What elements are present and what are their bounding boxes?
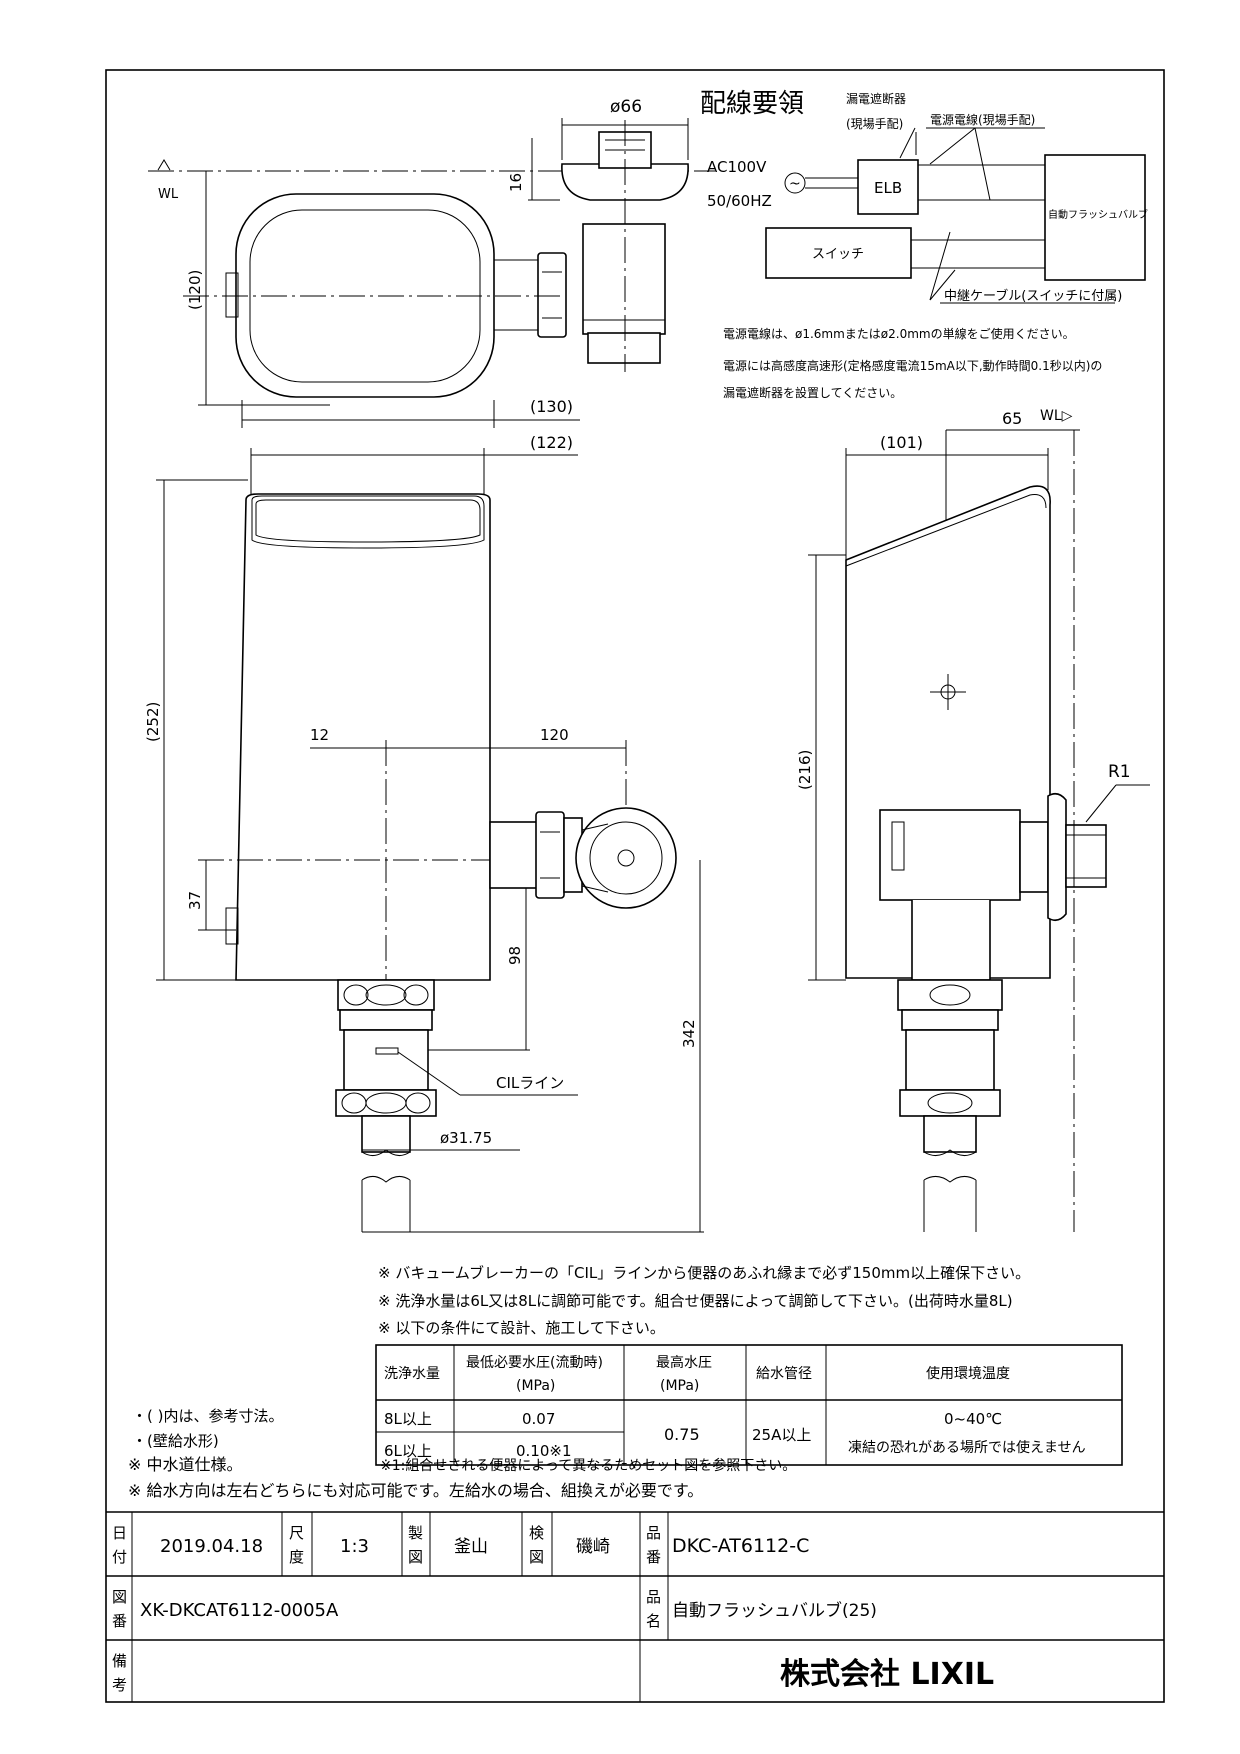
- company-logo: 株式会社 LIXIL: [780, 1657, 994, 1692]
- label-remarks-2: 考: [112, 1676, 127, 1694]
- title-block: 日 付 2019.04.18 尺 度 1:3 製 図 釜山 検 図 磯崎 品 番…: [106, 1511, 1164, 1702]
- wiring-note-3: 漏電遮断器を設置してください。: [723, 385, 902, 400]
- side-view: (101) 65 WL▷ (216) R1: [796, 408, 1150, 1232]
- dim-r1: R1: [1108, 762, 1131, 782]
- label-checked-1: 検: [529, 1524, 544, 1542]
- notes: ※ バキュームブレーカーの「CIL」ラインから便器のあふれ縁まで必ず150mm以…: [128, 1264, 1030, 1500]
- dim-98: 98: [506, 946, 524, 965]
- dim-120-paren: (120): [186, 270, 204, 310]
- ac-frequency: 50/60HZ: [707, 192, 772, 210]
- tb-date: 2019.04.18: [160, 1536, 263, 1557]
- elb-box-label: ELB: [874, 179, 902, 197]
- tb-scale: 1:3: [340, 1536, 369, 1557]
- relay-cable-label: 中継ケーブル(スイッチに付属): [944, 288, 1122, 304]
- dim-122: (122): [530, 433, 573, 452]
- tb-checked-by: 磯崎: [576, 1537, 610, 1557]
- drawing-frame: [105, 69, 1165, 1703]
- th-max-unit: (MPa): [660, 1378, 699, 1394]
- label-partno-2: 番: [646, 1548, 661, 1566]
- td-pipe: 25A以上: [752, 1426, 811, 1444]
- label-date-2: 付: [112, 1548, 127, 1566]
- ac-voltage: AC100V: [707, 158, 767, 176]
- note-wall-type: ・(壁給水形): [132, 1432, 219, 1450]
- label-name-2: 名: [646, 1612, 661, 1630]
- dim-phi66: ø66: [610, 97, 642, 117]
- top-view: WL ø66 16 (120): [148, 97, 715, 428]
- th-min-pressure: 最低必要水圧(流動時): [466, 1355, 603, 1371]
- dim-120: 120: [540, 726, 569, 744]
- switch-box-label: スイッチ: [812, 247, 864, 262]
- td-min-8l: 0.07: [522, 1410, 555, 1428]
- tb-drawing-no: XK-DKCAT6112-0005A: [140, 1600, 339, 1621]
- dim-37: 37: [186, 891, 204, 910]
- dim-16: 16: [507, 173, 525, 192]
- label-partno-1: 品: [646, 1524, 661, 1542]
- wl-right-label: WL▷: [1040, 408, 1073, 424]
- label-remarks-1: 備: [112, 1652, 127, 1670]
- td-max: 0.75: [664, 1425, 700, 1444]
- note-conditions: ※ 以下の条件にて設計、施工して下さい。: [378, 1319, 665, 1337]
- tb-part-no: DKC-AT6112-C: [672, 1535, 809, 1557]
- note-volume: ※ 洗浄水量は6L又は8Lに調節可能です。組合せ便器によって調節して下さい。(出…: [378, 1292, 1013, 1310]
- wiring-note-1: 電源電線は、ø1.6mmまたはø2.0mmの単線をご使用ください。: [723, 326, 1075, 341]
- th-volume: 洗浄水量: [384, 1366, 440, 1382]
- dim-phi3175: ø31.75: [440, 1129, 492, 1147]
- label-drawn-2: 図: [408, 1548, 423, 1566]
- th-min-unit: (MPa): [516, 1378, 555, 1394]
- label-drawing-1: 図: [112, 1588, 127, 1606]
- cil-line-label: CILライン: [496, 1074, 564, 1092]
- td-volume-8l: 8L以上: [384, 1410, 432, 1428]
- power-cable-label: 電源電線(現場手配): [930, 112, 1035, 127]
- note-supply-direction: ※ 給水方向は左右どちらにも対応可能です。左給水の場合、組換えが必要です。: [128, 1481, 703, 1500]
- note-reference-dims: ・( )内は、参考寸法。: [132, 1407, 283, 1425]
- th-temp: 使用環境温度: [926, 1365, 1010, 1382]
- label-drawing-2: 番: [112, 1612, 127, 1630]
- label-date-1: 日: [112, 1524, 127, 1542]
- dim-342: 342: [680, 1019, 698, 1048]
- dim-252: (252): [144, 702, 162, 742]
- label-checked-2: 図: [529, 1548, 544, 1566]
- label-scale-2: 度: [289, 1548, 304, 1566]
- elb-breaker-label-1: 漏電遮断器: [846, 91, 906, 106]
- dim-130: (130): [530, 397, 573, 416]
- wiring-title: 配線要領: [700, 89, 804, 119]
- tb-drawn-by: 釜山: [454, 1537, 488, 1557]
- th-max-pressure: 最高水圧: [656, 1354, 712, 1371]
- tb-product-name: 自動フラッシュバルブ(25): [672, 1600, 877, 1621]
- label-drawn-1: 製: [408, 1524, 423, 1542]
- dim-65: 65: [1002, 409, 1022, 428]
- td-temp-range: 0~40℃: [944, 1410, 1002, 1428]
- dim-216: (216): [796, 750, 814, 790]
- front-view: (122) (252) 37 12 120 98: [144, 433, 704, 1233]
- wiring-diagram: 配線要領 漏電遮断器 (現場手配) 電源電線(現場手配) AC100V 50/6…: [700, 89, 1148, 400]
- ac-symbol: ~: [789, 176, 801, 192]
- td-min-6l: 0.10※1: [516, 1442, 572, 1460]
- dim-101: (101): [880, 433, 923, 452]
- wiring-note-2: 電源には高感度高速形(定格感度電流15mA以下,動作時間0.1秒以内)の: [723, 358, 1102, 373]
- td-volume-6l: 6L以上: [384, 1442, 432, 1460]
- td-temp-note: 凍結の恐れがある場所では使えません: [848, 1439, 1086, 1456]
- valve-box-label: 自動フラッシュバルブ: [1048, 208, 1148, 221]
- note-cil: ※ バキュームブレーカーの「CIL」ラインから便器のあふれ縁まで必ず150mm以…: [378, 1264, 1030, 1282]
- label-scale-1: 尺: [289, 1524, 304, 1542]
- dim-12: 12: [310, 726, 329, 744]
- note-gray-water: ※ 中水道仕様。: [128, 1455, 243, 1474]
- wl-left-label: WL: [158, 187, 179, 202]
- elb-breaker-label-2: (現場手配): [846, 117, 903, 131]
- spec-table: 洗浄水量 最低必要水圧(流動時) (MPa) 最高水圧 (MPa) 給水管径 使…: [375, 1344, 1123, 1466]
- th-pipe: 給水管径: [756, 1366, 812, 1382]
- label-name-1: 品: [646, 1588, 661, 1606]
